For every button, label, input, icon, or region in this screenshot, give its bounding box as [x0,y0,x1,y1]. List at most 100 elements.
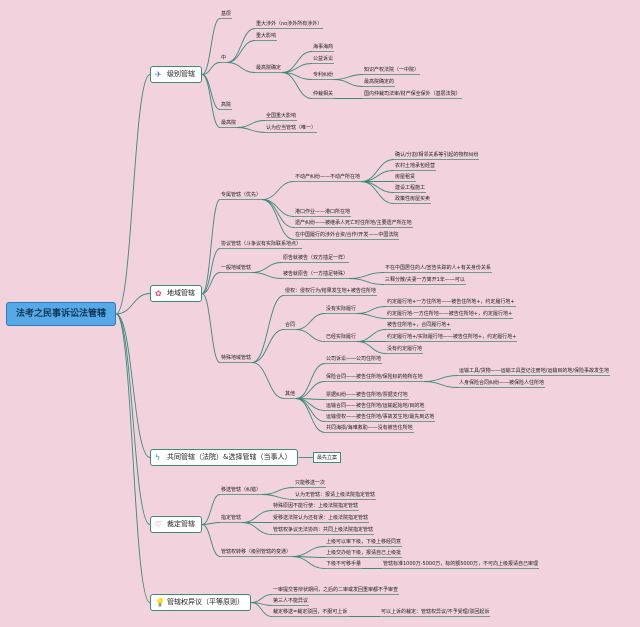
main-level-jurisdiction[interactable]: ✈级别管辖 [150,66,202,83]
designate-shift-1[interactable]: 上级可以审下级，下级上移经同意 [325,539,403,547]
level-ip-a[interactable]: 知识产权法院（一中院） [363,67,421,75]
region-general-1[interactable]: 原告就被告（双方插足一样） [282,255,350,263]
connector [262,487,295,495]
objection-3[interactable]: 裁定移送=裁定驳回，不服可上诉 [272,609,349,617]
region-general-2b[interactable]: 三释分散/夫妻一方离开1年——可以 [384,277,466,285]
level-supreme[interactable]: 最高院 [220,120,238,128]
region-contract-not-performed[interactable]: 没有实际履行 [325,306,358,314]
connector [226,28,256,63]
objection-2[interactable]: 第三人不能异议 [272,598,310,606]
level-middle[interactable]: 中 [220,55,228,63]
designate-appoint-2[interactable]: 受移送法院认为还有误：上级法院指定管辖 [272,515,370,523]
level-major-foreign[interactable]: 重大涉外（no涉外所有涉外） [255,21,324,29]
region-performed-1[interactable]: 被告住所地+，合同履行地+ [386,322,452,330]
connector [251,295,285,363]
designate-shift[interactable]: 管辖权转移（级别管辖的变通） [220,549,293,557]
connector [201,524,221,557]
connector [261,181,295,200]
region-general-2a[interactable]: 不在中国居住的人/宣告失踪的人+有关身份关系 [384,265,492,273]
region-port[interactable]: 港口作业——港口所在地 [294,209,352,217]
region-other-maritime[interactable]: 共同海损/海难救助——没有被告住所地 [325,425,414,433]
connector [281,72,313,99]
connector [360,181,395,204]
region-real-estate-4[interactable]: 建设工程施工 [394,185,427,193]
level-public-interest[interactable]: 公益诉讼 [312,56,335,64]
region-other-transport-tort[interactable]: 运输侵权——被告住所地/事故发生地/最先到达地 [325,414,436,422]
designate-appoint-1[interactable]: 特殊原因不能行使：上级法院指定管辖 [272,503,360,511]
region-real-estate-5[interactable]: 政策性房屋买卖 [394,196,432,204]
region-other[interactable]: 其他 [284,391,297,399]
level-basic[interactable]: 基层 [220,11,233,19]
heart-icon: ♡ [155,520,163,529]
region-agreement[interactable]: 协议管辖（斗争议有实际联系地点） [220,241,303,249]
connector [201,293,221,363]
region-special[interactable]: 特殊地域管辖 [220,355,253,363]
connector [252,272,283,279]
connector [237,120,266,128]
region-general-2[interactable]: 被告就原告（一方插足特殊） [282,271,350,279]
region-performed-2[interactable]: 约定履行地+/实际履行地——被告住所地+，约定履行地+ [386,334,518,342]
connector [423,381,459,388]
level-supreme-a[interactable]: 全国重大影响 [265,113,298,121]
level-arbitration-a[interactable]: 国内仲裁司法审/财产保全保外（基层法院） [363,91,462,99]
connector [357,341,387,354]
level-ip[interactable]: 专利纠纷 [312,72,335,80]
region-real-estate[interactable]: 不动产纠纷——不动产所在地 [294,174,362,182]
connector [423,375,459,382]
designate-appoint[interactable]: 指定管辖 [220,515,243,523]
region-china-performance[interactable]: 在中国履行的涉外合资/合作/开发——中国法院 [294,232,400,240]
joint-note[interactable]: 最先立案 [313,452,342,463]
level-maritime[interactable]: 海事海商 [312,44,335,52]
connector [357,329,387,342]
main-designated-jurisdiction[interactable]: ♡裁定管辖 [150,516,202,533]
region-real-estate-1[interactable]: 确认/分割/相邻关系等引起的物权纠纷 [394,152,480,160]
flower-icon: ✿ [155,289,162,298]
designate-transfer-1[interactable]: 只能移送一次 [294,480,327,488]
root-topic[interactable]: 法考之民事诉讼法管辖 [6,302,116,326]
designate-shift-2[interactable]: 上级交办给下级，报请自己上级批 [325,550,403,558]
region-other-bill[interactable]: 票据纠纷——被告住所地/票据支付地 [325,392,409,400]
main-regional-jurisdiction[interactable]: ✿地域管辖 [150,285,202,302]
designate-appoint-3[interactable]: 管辖权争议无法协商：共同上级法院指定管辖 [272,527,375,535]
designate-shift-3[interactable]: 下级不可移手量 [325,561,363,569]
region-other-transport[interactable]: 运输合同——被告住所地/运输起始地/目的地 [325,403,426,411]
airplane-icon: ✈ [155,70,162,79]
level-ip-b[interactable]: 最高院确定的 [363,79,396,87]
level-supreme-b[interactable]: 认为应当管辖（唯一） [265,125,318,133]
region-other-insurance-a[interactable]: 运输工具/货物——运输工具登记注册地/运输目的地/保险事故发生地 [458,368,611,376]
region-other-insurance[interactable]: 保险合同——被告住所地/保险标的物所在地 [325,374,424,382]
region-no-actual-1[interactable]: 约定履行地+一方住所地——被告住所地+，约定履行地+ [386,299,516,307]
region-contract-performed[interactable]: 已经实际履行 [325,334,358,342]
region-general[interactable]: 一般地域管辖 [220,265,253,273]
connector [282,63,313,73]
main-jurisdiction-objection[interactable]: 💡管辖权异议（平等原则） [150,594,251,611]
region-real-estate-2[interactable]: 农村土地承包经营 [394,163,437,171]
region-no-actual-2[interactable]: 约定履行地-一方住所地——被告住所地+，约定履行地+ [386,311,514,319]
connector [295,313,326,330]
designate-transfer[interactable]: 移送管辖（纠错） [220,487,263,495]
designate-transfer-2[interactable]: 认为无管辖：报请上级法院指定管辖 [294,492,377,500]
region-contract[interactable]: 合同 [284,322,297,330]
level-arbitration[interactable]: 仲裁相关 [312,91,335,99]
bulb-icon: 💡 [155,598,165,607]
level-major-impact[interactable]: 重大影响 [255,33,278,41]
designate-shift-3a[interactable]: 管辖标准1000万-5000万，标的额5000万，不可向上级报请自己审理 [382,561,539,569]
region-inheritance[interactable]: 遗产纠纷——被继承人死亡时住所地/主要遗产所在地 [294,220,413,228]
region-exclusive[interactable]: 专属管辖（优先） [220,192,263,200]
connector [242,522,273,535]
region-performed-3[interactable]: 没有约定履行地 [386,346,424,354]
connector [295,381,326,399]
level-supreme-decided[interactable]: 最高院确定 [255,65,283,73]
objection-3a[interactable]: 可以上诉的裁定：管辖权异议/不予受理/驳回起诉 [380,609,491,617]
connector [115,313,151,458]
region-tort[interactable]: 侵权：侵权行为/结果发生地+被告住所地 [284,288,377,296]
region-other-insurance-b[interactable]: 人身保险合同纠纷——被保险人住所地 [458,380,546,388]
level-high[interactable]: 高院 [220,102,233,110]
connector [252,262,283,273]
region-real-estate-3[interactable]: 房屋租赁 [394,174,417,182]
region-other-company[interactable]: 公司诉讼——公司住所地 [325,356,383,364]
objection-1[interactable]: 一审提交答辩状期间，之后的二审或发回重审都不予审查 [272,587,400,595]
connector [261,199,295,240]
